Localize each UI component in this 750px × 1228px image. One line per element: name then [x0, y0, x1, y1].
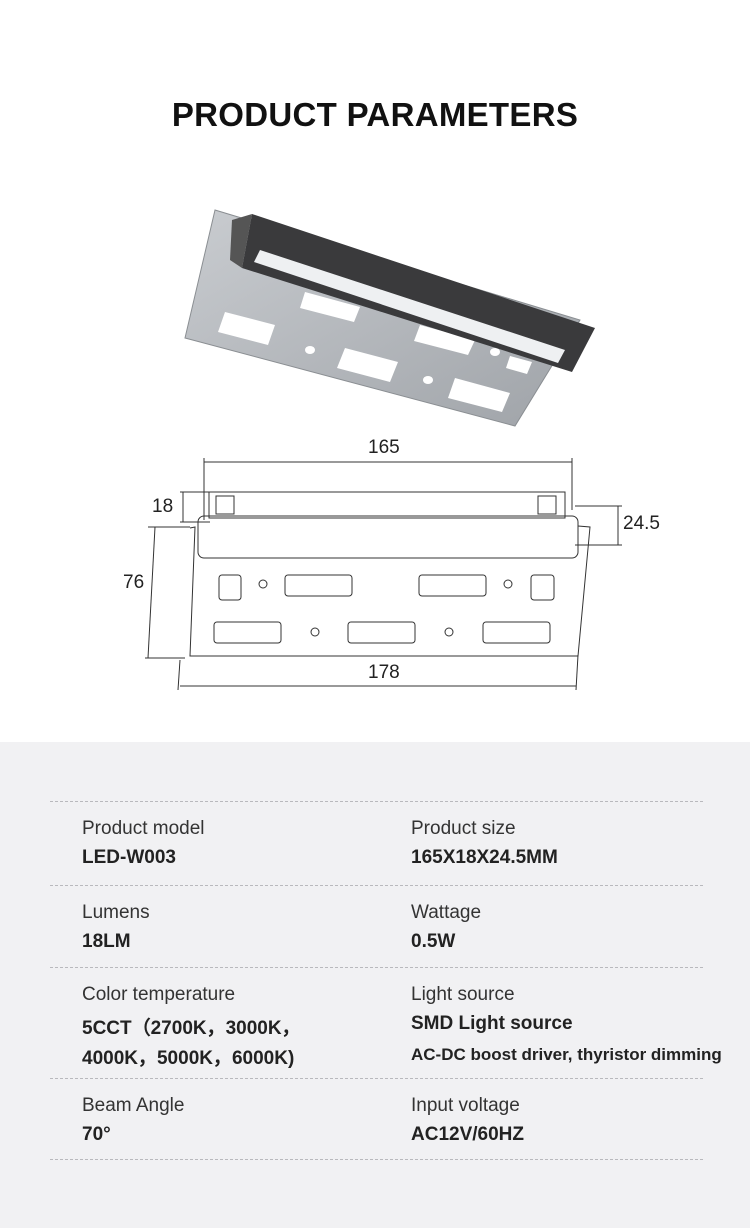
light-bar-lens — [254, 250, 565, 363]
spec-value-light-source: SMD Light source — [411, 1013, 573, 1034]
specs-table: Product model LED-W003 Product size 165X… — [0, 742, 750, 1228]
dimension-depth: 24.5 — [623, 513, 660, 534]
spec-label-wattage: Wattage — [411, 902, 482, 923]
spec-value-beam-angle: 70° — [82, 1124, 111, 1145]
divider — [50, 967, 703, 968]
spec-value-model: LED-W003 — [82, 847, 176, 868]
technical-drawing — [145, 458, 622, 691]
divider — [50, 1159, 703, 1160]
spec-value-lumens: 18LM — [82, 931, 131, 952]
dimension-height: 18 — [152, 496, 174, 517]
product-photo — [184, 209, 595, 427]
spec-label-light-source: Light source — [411, 984, 515, 1005]
dimension-plate-height: 76 — [123, 572, 145, 593]
spec-label-beam-angle: Beam Angle — [82, 1095, 185, 1116]
spec-value-size: 165X18X24.5MM — [411, 847, 558, 868]
spec-value-driver: AC-DC boost driver, thyristor dimming — [411, 1045, 722, 1064]
spec-value-color-temp-2: 4000K，5000K，6000K) — [82, 1048, 295, 1069]
spec-label-lumens: Lumens — [82, 902, 150, 923]
spec-value-input-voltage: AC12V/60HZ — [411, 1124, 524, 1145]
dimension-length: 165 — [368, 437, 400, 458]
plate-holes — [218, 292, 532, 412]
spec-label-size: Product size — [411, 818, 516, 839]
dimension-plate-width: 178 — [368, 662, 400, 683]
page-title: PRODUCT PARAMETERS — [171, 96, 579, 133]
spec-label-model: Product model — [82, 818, 205, 839]
spec-label-color-temp: Color temperature — [82, 984, 236, 1005]
divider — [50, 801, 703, 802]
spec-label-input-voltage: Input voltage — [411, 1095, 520, 1116]
spec-value-color-temp: 5CCT（2700K，3000K， — [82, 1018, 301, 1039]
divider — [50, 885, 703, 886]
divider — [50, 1078, 703, 1079]
spec-value-wattage: 0.5W — [411, 931, 456, 952]
